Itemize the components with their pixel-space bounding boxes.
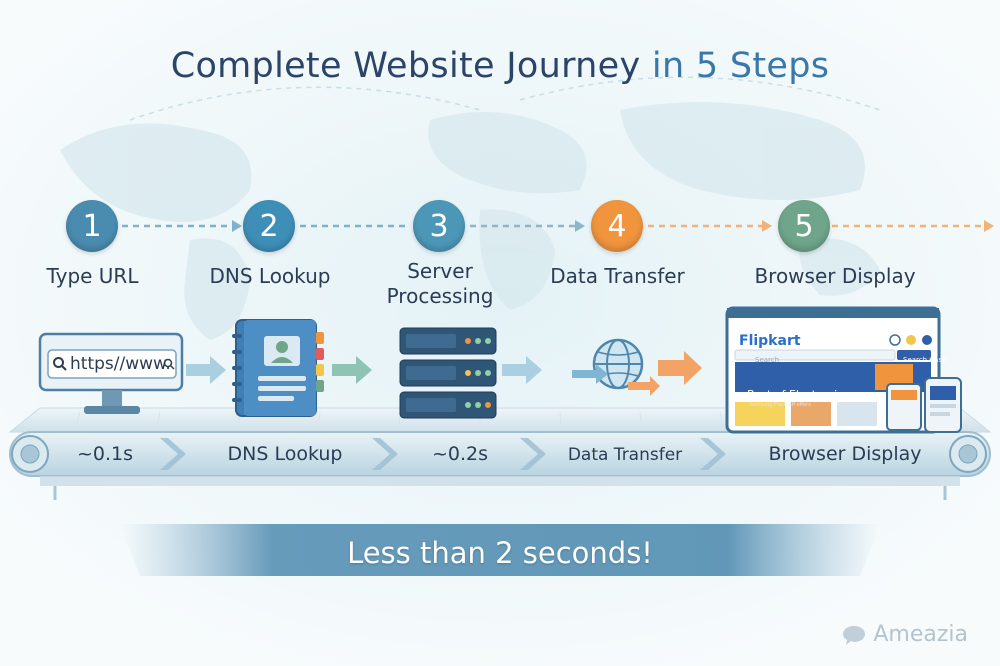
- step-4-number: 4: [591, 200, 643, 252]
- brand-watermark: Ameazia: [841, 622, 968, 647]
- site-promo-sub: Samsung Flash off offers: [749, 402, 811, 408]
- step-1-label: Type URL: [46, 264, 139, 288]
- site-search-placeholder: Search: [755, 356, 780, 364]
- search-icon-small: [163, 358, 175, 370]
- step-4-label: Data Transfer: [550, 264, 685, 288]
- server-rack-icon: [398, 326, 498, 422]
- step-5-label: Browser Display: [754, 264, 916, 288]
- website-screen-icon: Flipkart Search Search Cash Best of Elec…: [725, 306, 965, 434]
- belt-label-1: ~0.1s: [76, 443, 134, 465]
- step-3-number: 3: [413, 200, 465, 252]
- belt-label-2: DNS Lookup: [227, 443, 343, 465]
- belt-label-4: Data Transfer: [567, 445, 683, 465]
- title-accent: in 5 Steps: [651, 46, 830, 86]
- belt-label-5: Browser Display: [768, 443, 922, 465]
- url-text: https//www.: [70, 354, 171, 374]
- site-promo: Best of Electronics: [747, 388, 849, 401]
- step-2-number: 2: [243, 200, 295, 252]
- belt-label-3: ~0.2s: [431, 443, 489, 465]
- step-1-number: 1: [66, 200, 118, 252]
- brand-name: Ameazia: [873, 622, 968, 647]
- address-book-icon: [230, 318, 330, 418]
- page-title: Complete Website Journey in 5 Steps: [0, 46, 1000, 86]
- site-search-button: Search Cash: [903, 356, 947, 364]
- step-3-label: Server Processing: [386, 259, 494, 308]
- search-icon: [53, 357, 67, 371]
- summary-banner: Less than 2 seconds!: [347, 536, 653, 570]
- title-main: Complete Website Journey: [170, 46, 641, 86]
- step-5-number: 5: [778, 200, 830, 252]
- site-logo: Flipkart: [739, 333, 801, 349]
- chat-bubble-icon: [843, 625, 866, 645]
- globe-transfer-icon: [570, 334, 660, 404]
- step-2-label: DNS Lookup: [209, 264, 331, 288]
- browser-window-icon: https//www.: [38, 330, 186, 420]
